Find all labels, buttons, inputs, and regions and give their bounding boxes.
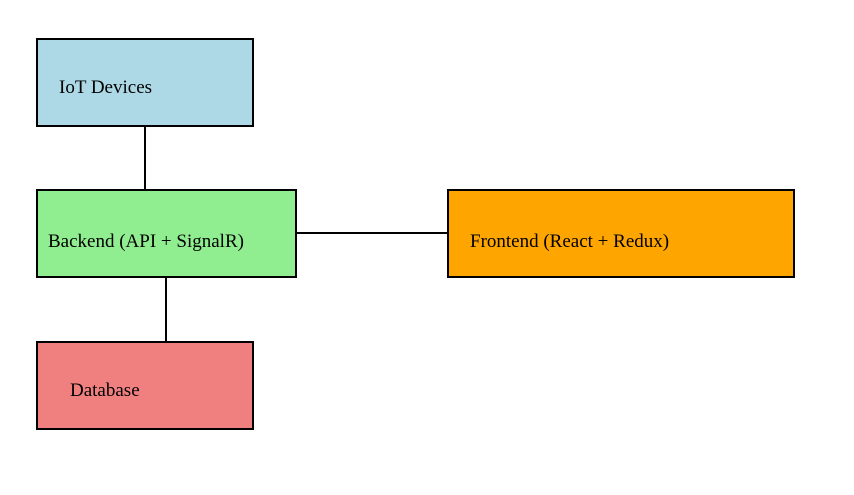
node-iot-devices-label: IoT Devices	[59, 77, 152, 98]
node-iot-devices-box	[36, 38, 254, 127]
node-database: Database	[36, 341, 254, 430]
node-frontend: Frontend (React + Redux)	[447, 189, 795, 278]
node-frontend-box	[447, 189, 795, 278]
node-database-box	[36, 341, 254, 430]
node-database-label: Database	[70, 380, 140, 401]
node-backend: Backend (API + SignalR)	[36, 189, 297, 278]
node-iot-devices: IoT Devices	[36, 38, 254, 127]
node-frontend-label: Frontend (React + Redux)	[470, 231, 669, 252]
node-backend-label: Backend (API + SignalR)	[48, 231, 244, 252]
node-backend-box	[36, 189, 297, 278]
